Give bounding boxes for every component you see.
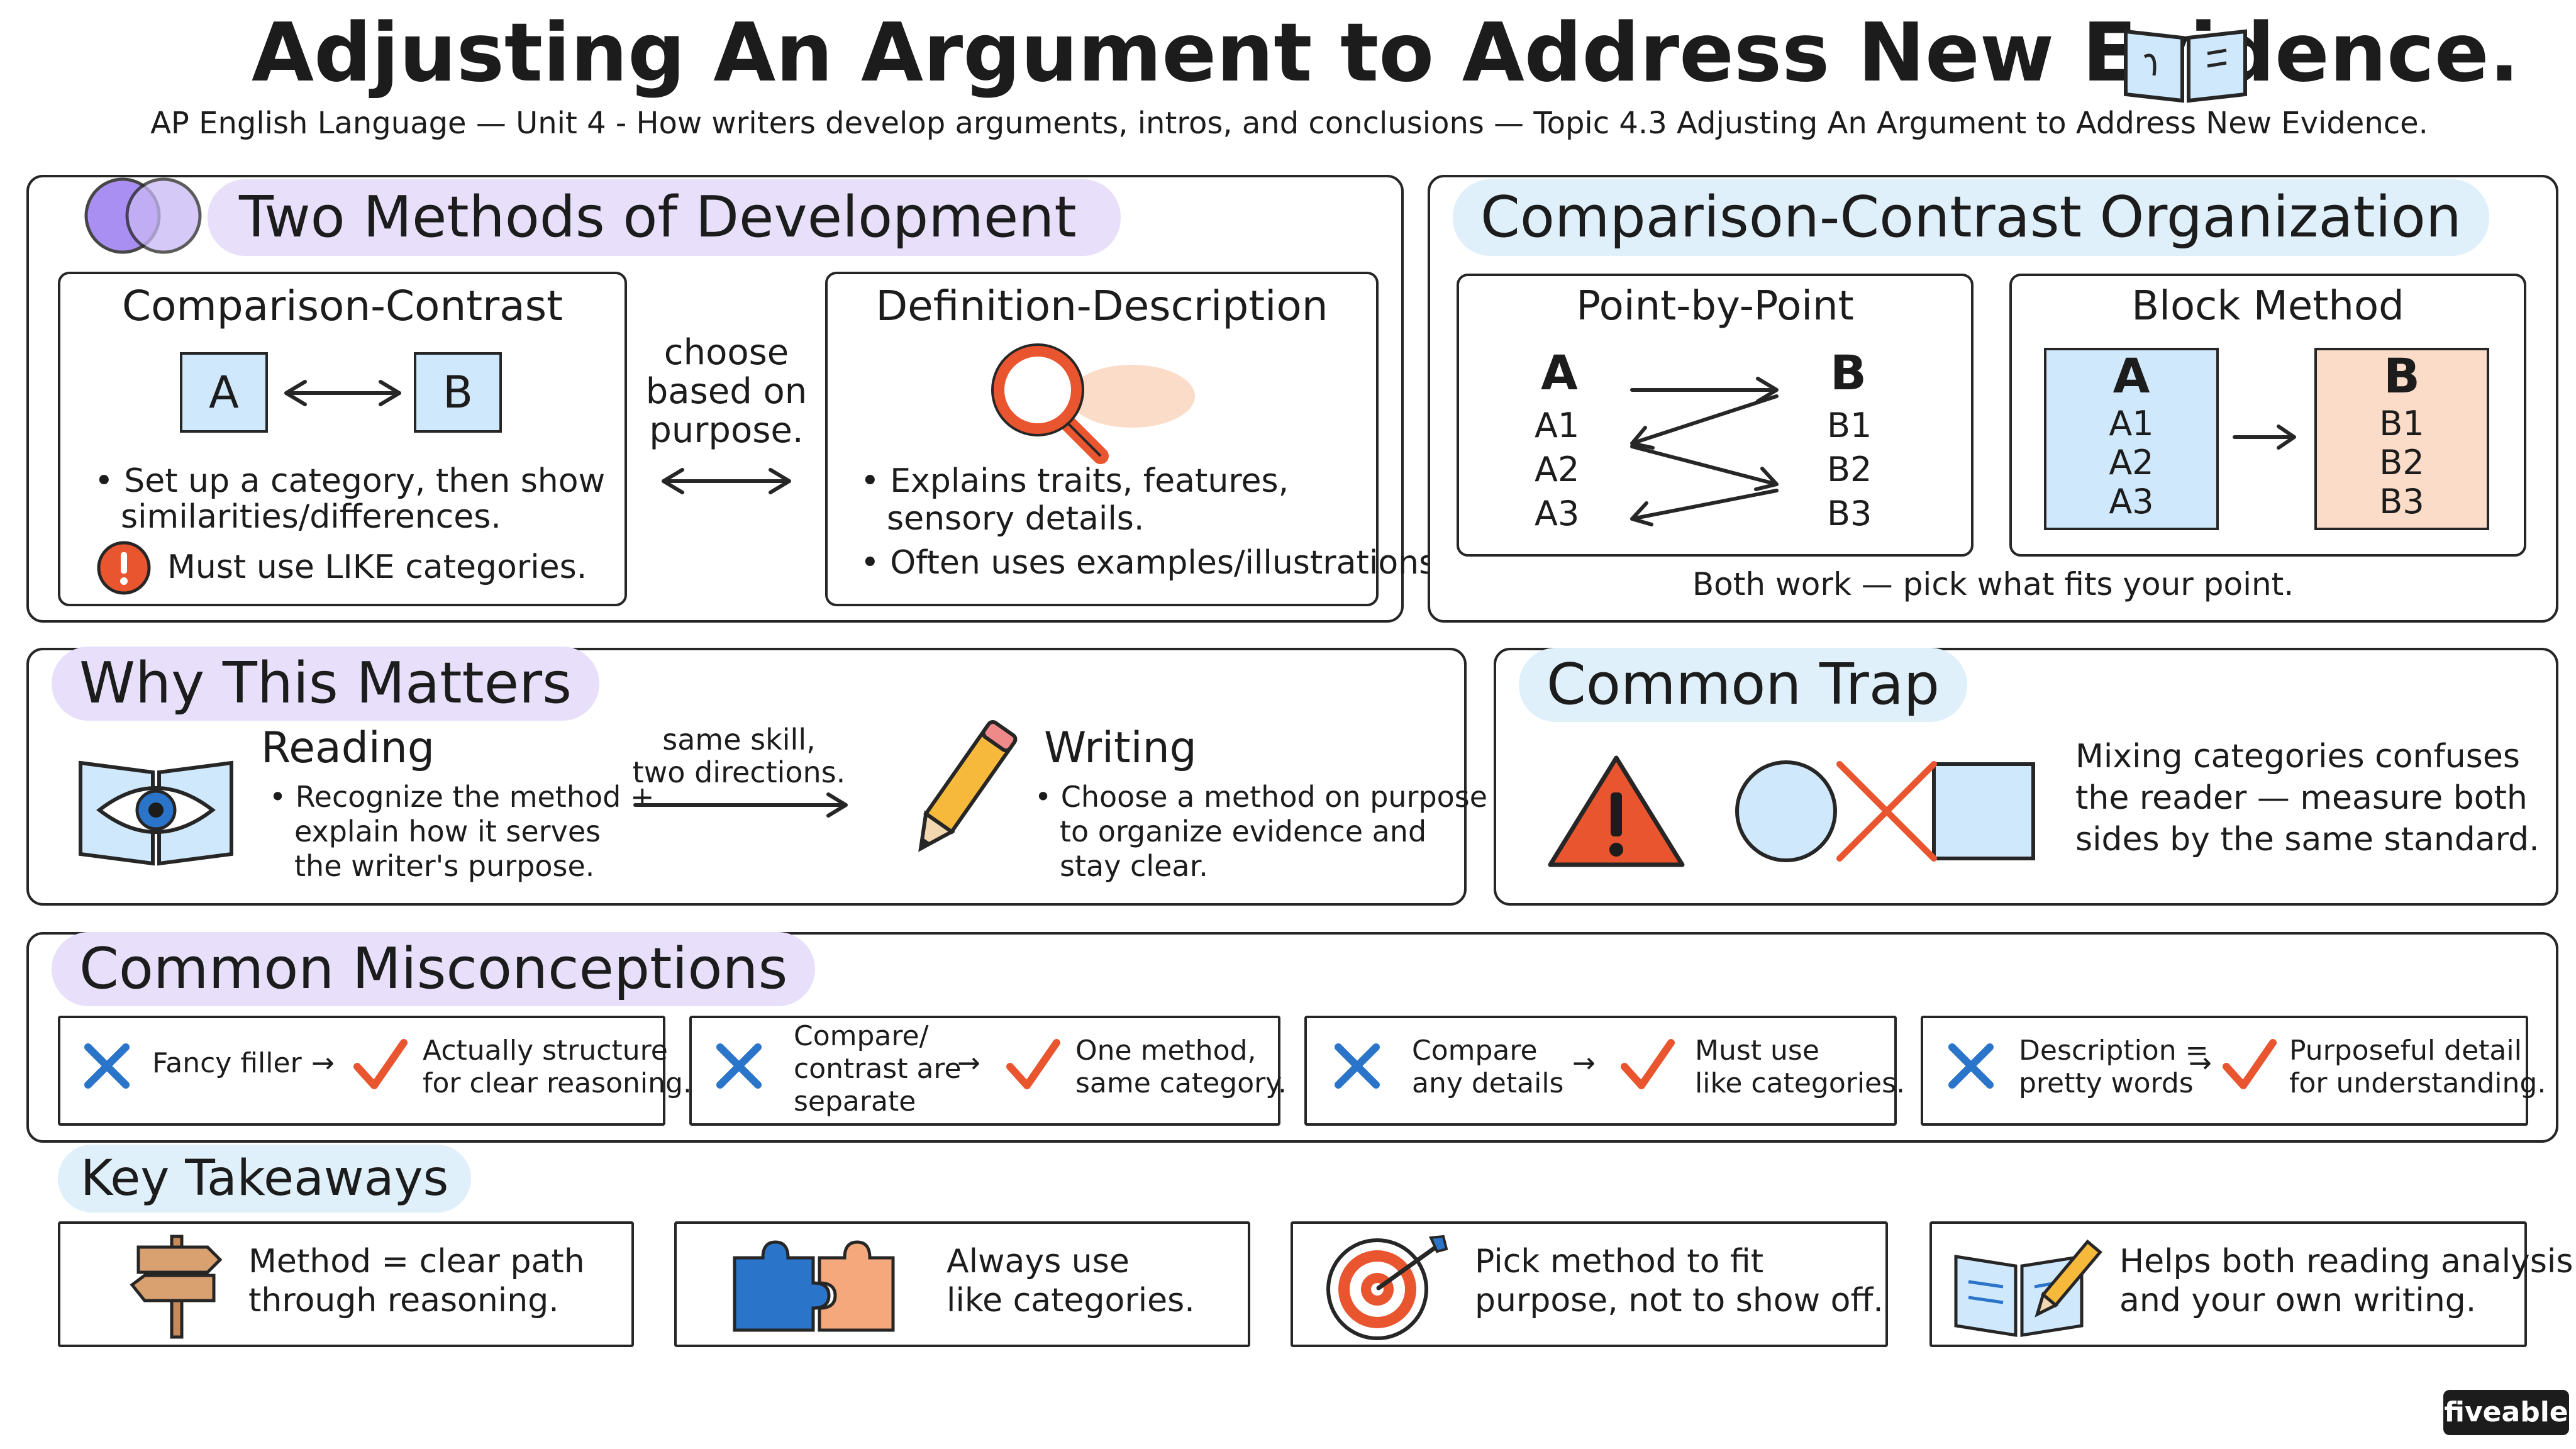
- pencil-icon: [918, 719, 1018, 852]
- block-a2: A2: [2109, 443, 2154, 482]
- right-arrow-icon: [2233, 425, 2296, 450]
- reading-text: • Recognize the method + explain how it …: [269, 780, 655, 883]
- target-icon: [1326, 1235, 1448, 1340]
- pbp-head-a: A: [1541, 345, 1578, 401]
- misconception-wrong: Fancy filler: [152, 1047, 302, 1079]
- arrow-icon: →: [2189, 1047, 2212, 1079]
- same-skill-label: same skill, two directions.: [632, 723, 846, 789]
- puzzle-icon: [733, 1240, 895, 1332]
- connector-double-arrow-icon: [662, 468, 791, 494]
- definition-description-title: Definition-Description: [875, 282, 1328, 330]
- zigzag-arrows-icon: [1630, 377, 1779, 526]
- pbp-b1: B1: [1827, 406, 1872, 445]
- organization-heading: Comparison-Contrast Organization: [1453, 179, 2489, 256]
- misconception-wrong: Description =pretty words: [2019, 1035, 2209, 1099]
- warning-triangle-icon: [1548, 755, 1685, 867]
- block-a3: A3: [2109, 482, 2154, 521]
- arrow-icon: →: [311, 1047, 335, 1079]
- block-method-title: Block Method: [2131, 283, 2404, 330]
- block-a1: A1: [2109, 404, 2154, 443]
- block-b-column: [2314, 348, 2489, 530]
- chip-b: B: [414, 352, 502, 433]
- block-a-column: [2044, 348, 2219, 530]
- definition-description-card: [825, 272, 1379, 606]
- choose-purpose-label: choose based on purpose.: [645, 332, 808, 451]
- misconception-card: [689, 1016, 1280, 1126]
- why-matters-heading: Why This Matters: [52, 647, 600, 721]
- misconceptions-heading: Common Misconceptions: [52, 932, 816, 1006]
- arrow-icon: →: [1572, 1047, 1596, 1079]
- exclamation-icon: [97, 541, 151, 595]
- pbp-a3: A3: [1535, 494, 1580, 533]
- comparison-warning: Must use LIKE categories.: [167, 548, 587, 586]
- check-icon: [2223, 1039, 2277, 1089]
- block-head-a: A: [2112, 348, 2150, 404]
- check-icon: [1621, 1039, 1675, 1089]
- pbp-b2: B2: [1827, 450, 1872, 489]
- definition-bullet1-cont: sensory details.: [887, 500, 1145, 538]
- fiveable-label: fiveable: [2444, 1396, 2568, 1428]
- x-icon: [84, 1043, 130, 1089]
- misconception-card: [1921, 1016, 2528, 1126]
- writing-title: Writing: [1044, 723, 1197, 773]
- x-icon: [716, 1043, 762, 1089]
- definition-bullet1: • Explains traits, features,: [860, 462, 1289, 500]
- block-b2: B2: [2379, 443, 2424, 482]
- chip-a: A: [180, 352, 268, 433]
- reading-title: Reading: [261, 723, 435, 773]
- trap-text: Mixing categories confuses the reader — …: [2075, 738, 2540, 858]
- magnifier-icon: [991, 343, 1195, 464]
- open-book-icon: [2124, 29, 2247, 103]
- pbp-head-b: B: [1830, 345, 1867, 401]
- fiveable-logo: fiveable: [2443, 1390, 2569, 1435]
- point-by-point-title: Point-by-Point: [1576, 283, 1854, 330]
- comparison-contrast-card: [58, 272, 627, 606]
- misconception-card: [1304, 1016, 1897, 1126]
- comparison-bullet: • Set up a category, then show: [94, 462, 606, 500]
- block-b3: B3: [2379, 482, 2424, 521]
- writing-text: • Choose a method on purpose to organize…: [1035, 780, 1488, 883]
- pbp-b3: B3: [1827, 494, 1872, 533]
- block-head-b: B: [2384, 348, 2420, 404]
- organization-footer: Both work — pick what fits your point.: [1692, 566, 2294, 602]
- check-icon: [1006, 1039, 1060, 1089]
- long-right-arrow-icon: [633, 792, 848, 818]
- pbp-a2: A2: [1535, 450, 1580, 489]
- check-icon: [353, 1039, 408, 1089]
- signpost-icon: [130, 1235, 223, 1339]
- common-trap-heading: Common Trap: [1519, 648, 1967, 722]
- takeaways-heading: Key Takeaways: [58, 1145, 472, 1213]
- page-subtitle: AP English Language — Unit 4 - How write…: [150, 106, 2428, 141]
- x-icon: [1335, 1043, 1380, 1089]
- eye-book-icon: [79, 760, 233, 866]
- circle-cross-square-icon: [1735, 760, 2035, 862]
- definition-bullet2: • Often uses examples/illustrations.: [860, 544, 1446, 582]
- comparison-bullet-cont: similarities/differences.: [121, 498, 501, 536]
- book-pencil-icon: [1954, 1239, 2102, 1337]
- page-title: Adjusting An Argument to Address New Evi…: [252, 6, 2520, 100]
- misconception-right: One method,same category.: [1075, 1035, 1287, 1099]
- x-icon: [1948, 1043, 1994, 1089]
- block-b1: B1: [2379, 404, 2424, 443]
- arrow-icon: →: [957, 1047, 980, 1079]
- pbp-a1: A1: [1535, 406, 1580, 445]
- two-methods-heading: Two Methods of Development: [208, 179, 1121, 256]
- double-arrow-icon: [284, 380, 401, 406]
- comparison-contrast-title: Comparison-Contrast: [122, 282, 563, 330]
- venn-icon: [84, 177, 202, 254]
